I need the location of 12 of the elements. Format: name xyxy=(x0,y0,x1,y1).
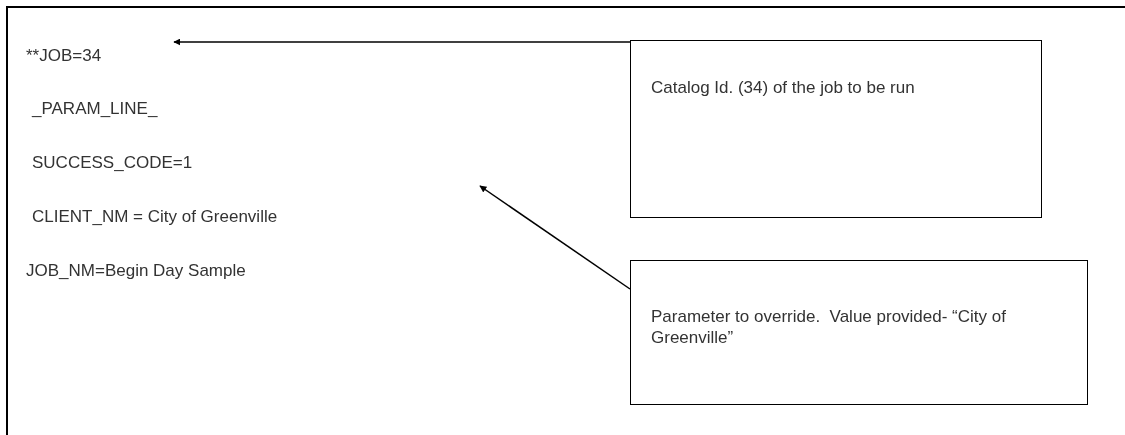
callout-box xyxy=(630,40,1042,218)
callout-box xyxy=(630,260,1088,405)
code-line: SUCCESS_CODE=1 xyxy=(32,153,193,173)
leader-arrow xyxy=(479,185,631,290)
frame-box xyxy=(6,6,1125,435)
code-line: _PARAM_LINE_ xyxy=(32,99,158,119)
code-line: CLIENT_NM = City of Greenville xyxy=(32,207,278,227)
code-line: **JOB=34 xyxy=(26,46,102,66)
leader-arrow xyxy=(173,38,631,46)
code-line: JOB_NM=Begin Day Sample xyxy=(26,261,246,281)
callout-text: Catalog Id. (34) of the job to be run xyxy=(651,77,916,99)
callout-text: Parameter to override. Value provided- “City of Greenville” xyxy=(651,306,1007,349)
